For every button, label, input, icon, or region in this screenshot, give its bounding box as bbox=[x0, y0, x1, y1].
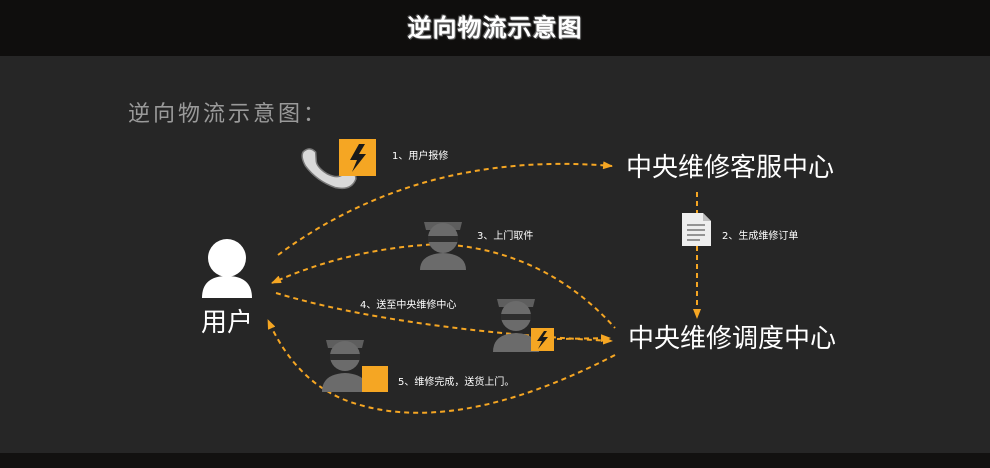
footer-bar bbox=[0, 453, 990, 468]
dispatch-center-label: 中央维修调度中心 bbox=[628, 324, 836, 354]
step-2-label: 2、生成维修订单 bbox=[722, 229, 798, 242]
user-icon bbox=[202, 239, 252, 298]
user-label: 用户 bbox=[201, 308, 253, 338]
arrow-report-repair bbox=[277, 161, 613, 256]
arrow-pickup-right bbox=[439, 243, 616, 329]
step-1-label: 1、用户报修 bbox=[392, 149, 448, 162]
courier-delivery-icon bbox=[322, 340, 388, 392]
header-bar: 逆向物流示意图 bbox=[0, 0, 990, 56]
diagram-panel bbox=[0, 56, 990, 453]
user-node: 用户 bbox=[201, 239, 253, 338]
courier-icon bbox=[420, 222, 466, 270]
arrow-parts-to-center bbox=[556, 334, 611, 343]
arrow-repaired-return bbox=[267, 319, 616, 414]
flow-arrows bbox=[267, 161, 701, 414]
diagram-heading: 逆向物流示意图： bbox=[128, 102, 328, 127]
document-icon bbox=[682, 213, 711, 246]
step-5-label: 5、维修完成，送货上门。 bbox=[398, 375, 514, 388]
warning-icon bbox=[339, 139, 376, 176]
arrow-pickup-left bbox=[271, 243, 441, 284]
courier-with-parts-icon bbox=[493, 299, 554, 352]
step-3-label: 3、上门取件 bbox=[477, 229, 533, 242]
page-title: 逆向物流示意图 bbox=[407, 14, 583, 42]
package-icon bbox=[362, 366, 388, 392]
service-center-label: 中央维修客服中心 bbox=[626, 153, 834, 183]
step-4-label: 4、送至中央维修中心 bbox=[360, 298, 456, 311]
